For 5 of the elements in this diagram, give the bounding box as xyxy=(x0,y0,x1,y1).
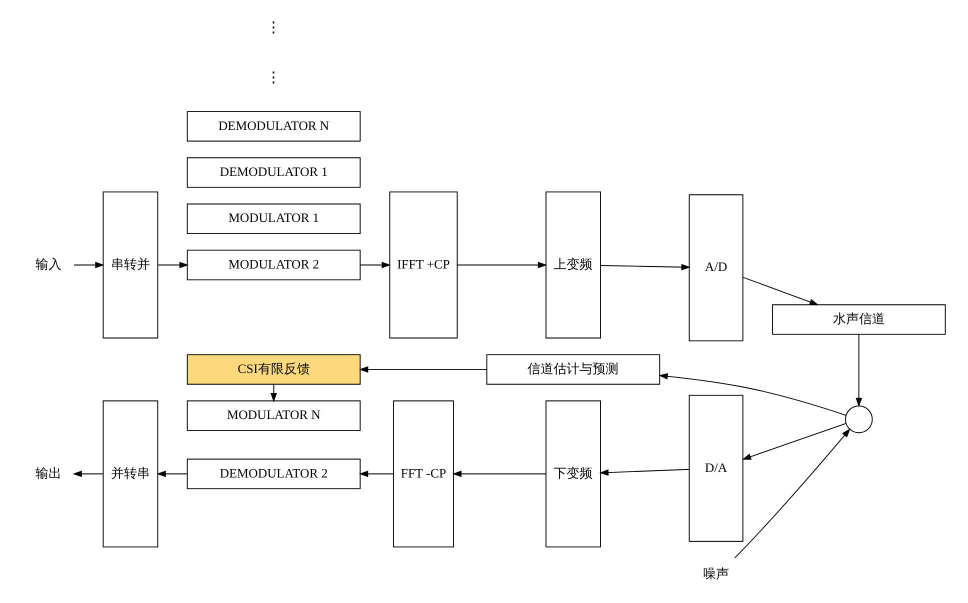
node-text: 输入 xyxy=(35,256,62,272)
label: ⋮ xyxy=(266,70,281,86)
label: ⋮ xyxy=(266,20,281,36)
node-text: 输出 xyxy=(35,465,62,480)
node-text: 噪声 xyxy=(702,566,729,582)
